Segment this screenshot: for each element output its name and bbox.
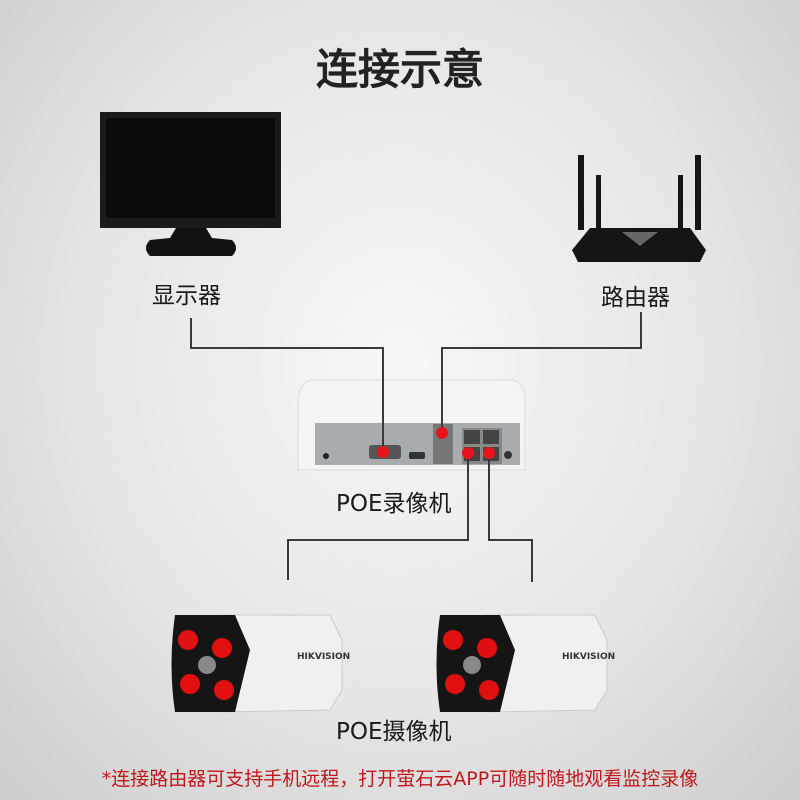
camera-left-image: [171, 614, 343, 713]
camera-right-brand: HIKVISION: [562, 652, 616, 662]
camera-right-image: [436, 614, 608, 713]
monitor-to-nvr-line: [190, 318, 384, 452]
camera-label: POE摄像机: [336, 719, 452, 745]
router-image: [572, 155, 706, 262]
page-title: 连接示意: [315, 45, 484, 94]
nvr-to-camera1-line: [287, 452, 469, 580]
nvr-label: POE录像机: [336, 491, 452, 517]
connection-lines: [190, 312, 642, 582]
nvr-to-camera2-line: [488, 452, 533, 582]
router-label: 路由器: [601, 285, 670, 311]
footnote: *连接路由器可支持手机远程，打开萤石云APP可随时随地观看监控录像: [101, 768, 699, 790]
monitor-label: 显示器: [152, 283, 221, 309]
camera-left-brand: HIKVISION: [297, 652, 351, 662]
monitor-image: [100, 112, 281, 256]
port-markers: [377, 427, 495, 459]
router-to-nvr-line: [441, 312, 642, 432]
